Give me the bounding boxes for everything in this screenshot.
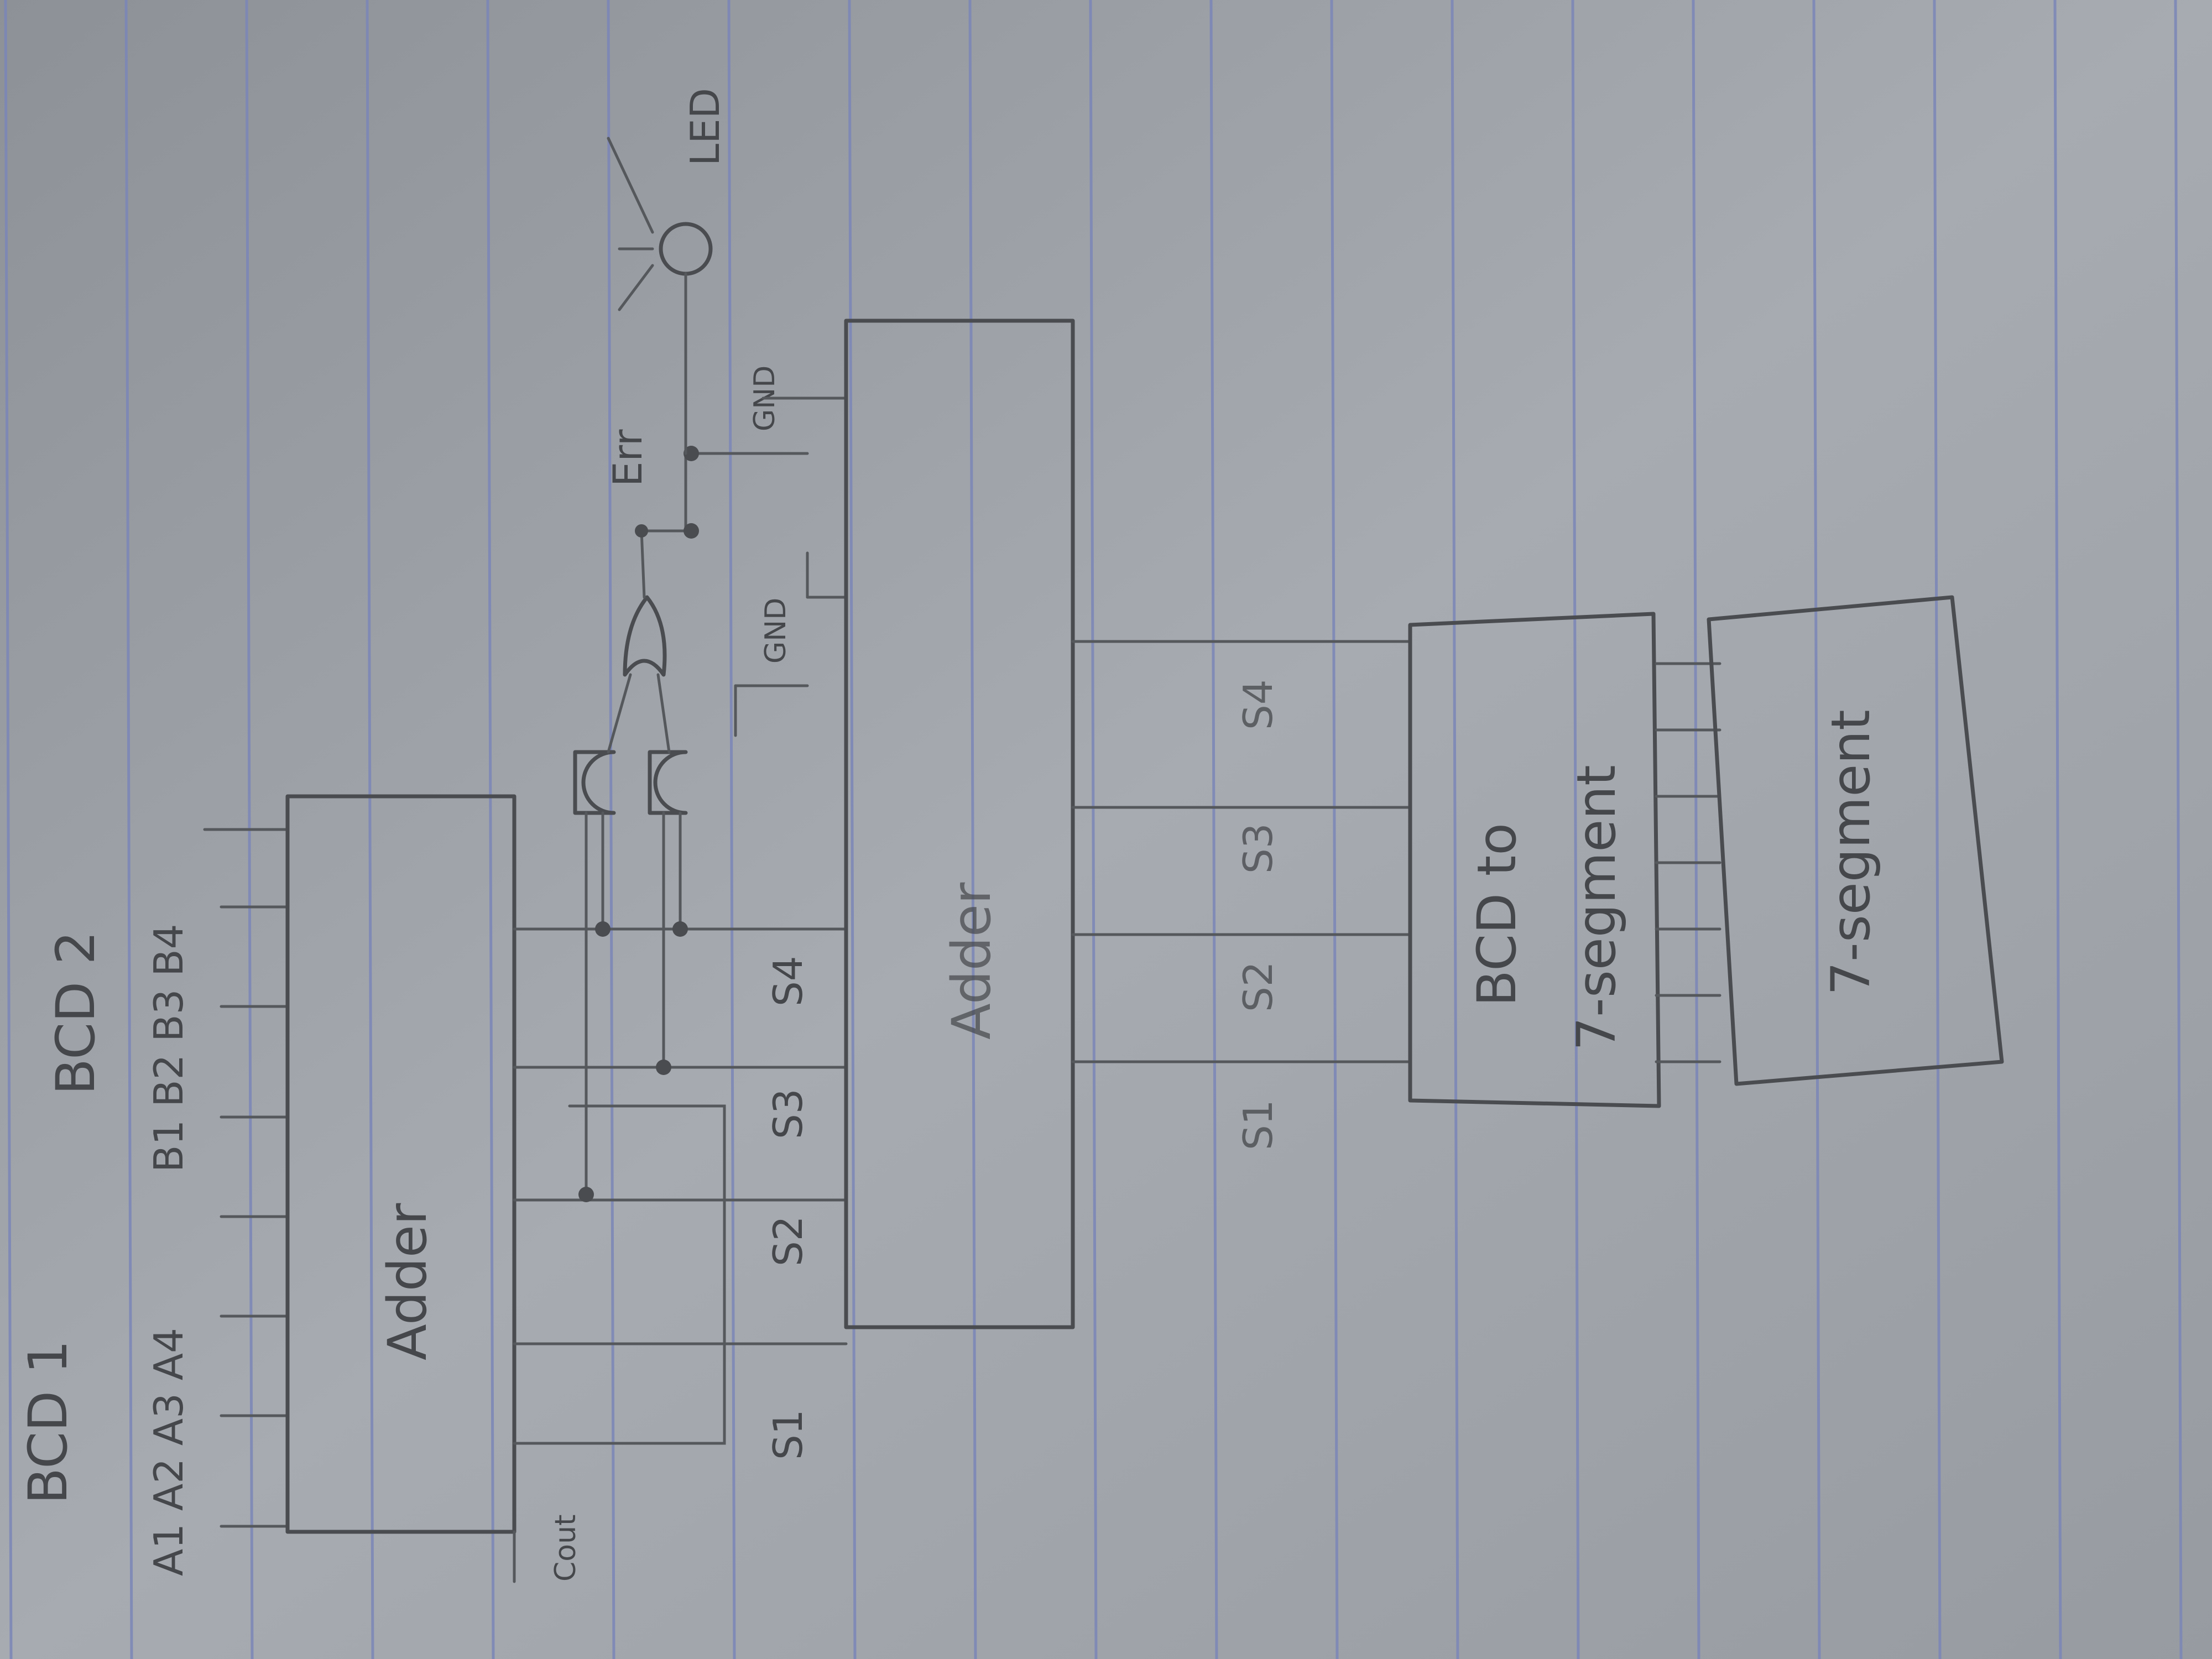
input-wires: [203, 828, 289, 1528]
bcd2-label: BCD 2: [45, 931, 107, 1095]
err-label: Err: [604, 429, 651, 487]
s1-label-a: S1: [765, 1409, 811, 1460]
bcd1-label: BCD 1: [17, 1340, 79, 1504]
and-gate-2: [648, 750, 688, 815]
s1-label-b: S1: [1235, 1099, 1281, 1150]
top-adder-outputs: [513, 927, 848, 1583]
bcd-decoder-label-1: BCD to: [1466, 823, 1528, 1006]
adder-bottom-label: Adder: [941, 882, 1003, 1040]
seven-segment-label: 7-segment: [1820, 709, 1882, 995]
segment-wires: [1655, 662, 1721, 1063]
ruled-lines: [4, 0, 2183, 1659]
bottom-adder-outputs: [1071, 640, 1412, 1063]
bcd-decoder-block: [1408, 612, 1661, 1108]
seven-segment-block: [1707, 595, 2004, 1086]
or-gate: [623, 595, 667, 677]
s4-label-b: S4: [1235, 679, 1281, 730]
s2-label-a: S2: [765, 1215, 811, 1266]
a-inputs-label: A1 A2 A3 A4: [145, 1328, 192, 1576]
gnd1-label: GND: [759, 598, 792, 664]
cout-label: Cout: [549, 1515, 582, 1582]
gnd-wires: [761, 397, 848, 599]
and-gate-1: [573, 750, 616, 815]
error-logic-gates: [573, 446, 809, 1202]
adder-bottom-block: [844, 319, 1075, 1329]
s2-label-b: S2: [1235, 961, 1281, 1012]
led-label: LED: [682, 88, 728, 166]
s3-label-b: S3: [1235, 823, 1281, 874]
bcd-decoder-label-2: 7-segment: [1566, 765, 1627, 1051]
adder-top-label: Adder: [377, 1203, 439, 1360]
led-symbol: [607, 137, 713, 455]
s4-label-a: S4: [765, 956, 811, 1006]
s3-label-a: S3: [765, 1088, 811, 1139]
b-inputs-label: B1 B2 B3 B4: [145, 924, 192, 1172]
